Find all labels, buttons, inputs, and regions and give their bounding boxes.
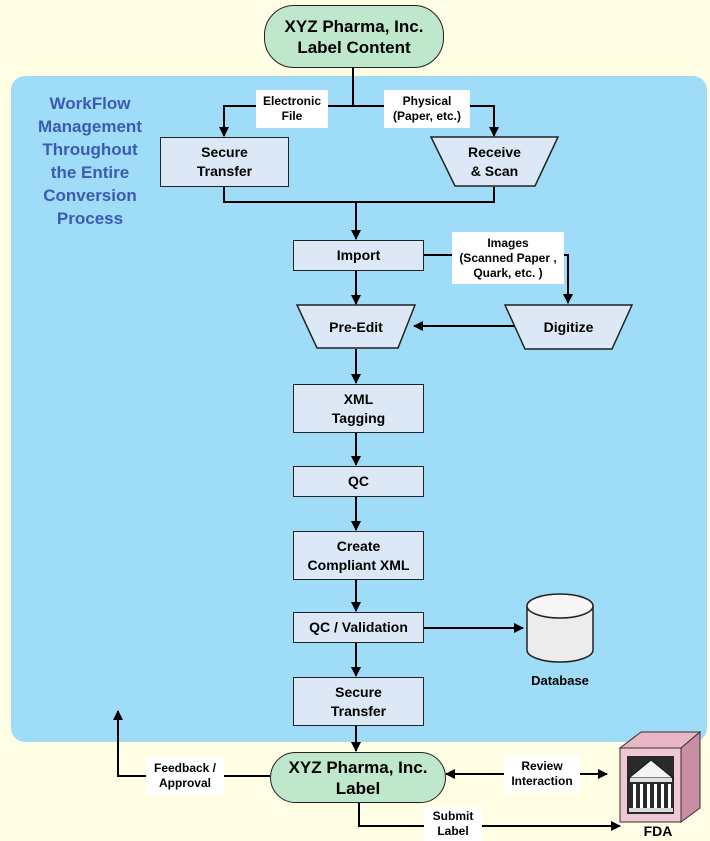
start-label-content-node: XYZ Pharma, Inc. Label Content xyxy=(264,5,444,68)
node-text: Digitize xyxy=(543,318,594,335)
edge-label-text: Label xyxy=(437,824,469,838)
secure-transfer-final-node: Secure Transfer xyxy=(293,677,424,726)
node-text: Import xyxy=(336,247,381,263)
digitize-shape xyxy=(503,304,634,350)
edge-label-text: Images xyxy=(487,235,529,250)
feedback-approval-label: Feedback / Approval xyxy=(146,757,224,795)
edge-secure-merge xyxy=(223,187,356,203)
physical-label: Physical (Paper, etc.) xyxy=(384,90,470,128)
create-compliant-xml-node: Create Compliant XML xyxy=(293,531,424,580)
import-node: Import xyxy=(293,240,424,271)
receive-scan-shape xyxy=(429,136,560,187)
edge-label-text: Approval xyxy=(158,776,211,790)
edge-receive-merge xyxy=(356,187,495,203)
node-text: Compliant XML xyxy=(307,556,410,573)
node-text: QC xyxy=(348,473,369,489)
edge-label-text: Submit xyxy=(432,809,474,823)
node-text: QC / Validation xyxy=(309,619,408,635)
fda-caption: FDA xyxy=(643,823,673,839)
workflow-title-line: the Entire xyxy=(50,163,130,182)
node-text: & Scan xyxy=(470,163,519,179)
pre-edit-shape xyxy=(295,304,417,349)
node-text: XML xyxy=(343,390,374,407)
edge-label-text: Electronic xyxy=(262,94,322,108)
edge-label-text: (Scanned Paper , xyxy=(459,250,557,265)
node-text: Pre-Edit xyxy=(329,318,383,335)
edge-label-text: Interaction xyxy=(511,774,573,788)
workflow-title-line: Conversion xyxy=(43,186,137,205)
review-interaction-label: Review Interaction xyxy=(504,755,580,793)
node-text: Secure xyxy=(201,144,248,160)
node-text: XYZ Pharma, Inc. xyxy=(288,757,428,777)
database-caption: Database xyxy=(531,673,589,688)
workflow-title: WorkFlow Management Throughout the Entir… xyxy=(14,92,166,230)
edge-label-text: Quark, etc. ) xyxy=(473,265,543,280)
node-text: Receive xyxy=(468,144,521,160)
edge-submit xyxy=(358,802,621,831)
workflow-title-line: Process xyxy=(56,209,124,228)
workflow-title-line: Throughout xyxy=(42,140,138,159)
end-label-node: XYZ Pharma, Inc. Label xyxy=(270,752,446,803)
digitize-node: Digitize xyxy=(505,305,632,349)
electronic-file-label: Electronic File xyxy=(256,90,328,128)
node-text: Transfer xyxy=(330,702,387,719)
node-text: Secure xyxy=(335,683,382,700)
database-icon xyxy=(526,593,594,663)
node-text: XYZ Pharma, Inc. xyxy=(284,16,424,36)
images-label: Images (Scanned Paper , Quark, etc. ) xyxy=(452,232,564,284)
edge-label-text: Review xyxy=(521,759,563,773)
qc-node: QC xyxy=(293,466,424,497)
submit-label-label: Submit Label xyxy=(424,807,482,841)
xml-tagging-node: XML Tagging xyxy=(293,384,424,433)
node-text: Tagging xyxy=(331,409,386,426)
node-text: Transfer xyxy=(196,163,253,179)
receive-scan-node: Receive & Scan xyxy=(431,137,558,187)
edge-label-text: File xyxy=(281,109,303,123)
node-text: Label Content xyxy=(297,37,411,57)
fda-building-icon xyxy=(618,730,702,823)
edge-label-text: (Paper, etc.) xyxy=(392,109,462,123)
secure-transfer-node: Secure Transfer xyxy=(160,137,289,187)
edge-label-text: Feedback / xyxy=(153,761,217,775)
pre-edit-node: Pre-Edit xyxy=(297,305,415,349)
qc-validation-node: QC / Validation xyxy=(293,612,424,643)
node-text: Create xyxy=(336,537,381,554)
node-text: Label xyxy=(335,778,381,798)
workflow-title-line: WorkFlow xyxy=(49,94,131,113)
workflow-title-line: Management xyxy=(38,117,142,136)
edge-label-text: Physical xyxy=(402,94,452,108)
